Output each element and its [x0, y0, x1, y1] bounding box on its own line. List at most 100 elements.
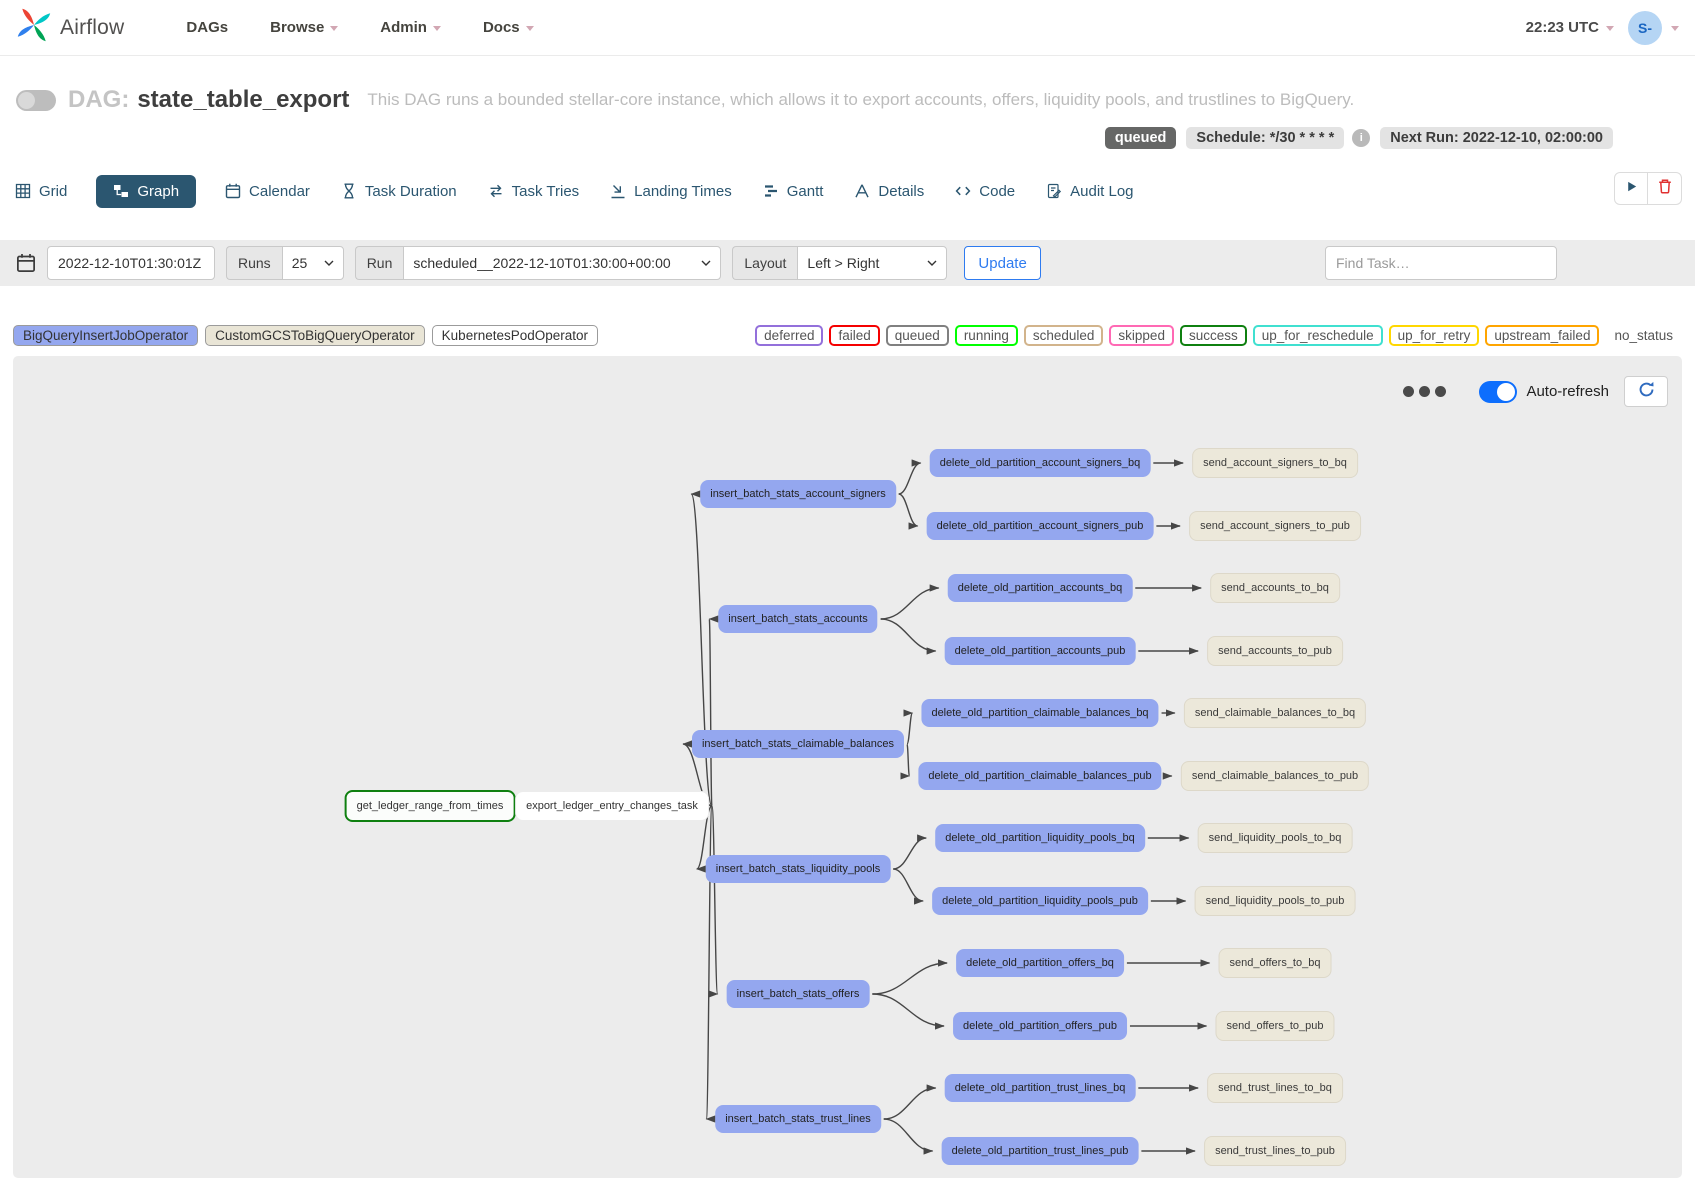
tab-calendar[interactable]: Calendar — [223, 175, 312, 208]
nav-item-label: Docs — [482, 19, 520, 36]
auto-refresh-toggle[interactable] — [1479, 380, 1518, 403]
task-node-delete-old-partition-accounts-bq[interactable]: delete_old_partition_accounts_bq — [947, 574, 1133, 602]
brand-text: Airflow — [60, 15, 125, 39]
task-node-delete-old-partition-offers-bq[interactable]: delete_old_partition_offers_bq — [956, 949, 1124, 977]
hourglass-icon — [341, 183, 357, 199]
task-node-delete-old-partition-liquidity-pools-bq[interactable]: delete_old_partition_liquidity_pools_bq — [935, 824, 1145, 852]
clock-dropdown[interactable]: 22:23 UTC — [1526, 19, 1614, 36]
task-node-send-accounts-to-bq[interactable]: send_accounts_to_bq — [1210, 573, 1340, 603]
task-node-send-account-signers-to-pub[interactable]: send_account_signers_to_pub — [1189, 511, 1361, 541]
find-task-input[interactable] — [1325, 246, 1557, 280]
nav-item-docs[interactable]: Docs — [483, 19, 534, 36]
base-date-input[interactable] — [47, 246, 215, 280]
dag-state-badge: queued — [1104, 127, 1177, 149]
code-icon — [955, 183, 971, 199]
tab-graph[interactable]: Graph — [96, 174, 197, 208]
tab-landing-times[interactable]: Landing Times — [608, 175, 734, 208]
task-node-send-liquidity-pools-to-bq[interactable]: send_liquidity_pools_to_bq — [1197, 823, 1353, 853]
play-icon — [1624, 179, 1639, 199]
task-node-get-ledger-range-from-times[interactable]: get_ledger_range_from_times — [344, 790, 516, 822]
trash-icon — [1657, 178, 1673, 199]
run-label: Run — [354, 246, 404, 280]
task-node-delete-old-partition-liquidity-pools-pub[interactable]: delete_old_partition_liquidity_pools_pub — [932, 887, 1148, 915]
nav-item-label: Browse — [270, 19, 325, 36]
airflow-logo-icon — [16, 7, 52, 48]
runs-group: Runs 25 — [226, 246, 344, 280]
run-select[interactable]: scheduled__2022-12-10T01:30:00+00:00 — [403, 246, 722, 280]
tab-task-duration[interactable]: Task Duration — [339, 175, 459, 208]
task-node-send-account-signers-to-bq[interactable]: send_account_signers_to_bq — [1192, 448, 1358, 478]
trigger-dag-button[interactable] — [1614, 172, 1648, 205]
task-node-insert-batch-stats-liquidity-pools[interactable]: insert_batch_stats_liquidity_pools — [705, 855, 891, 883]
retry-icon — [488, 183, 504, 199]
task-node-send-trust-lines-to-pub[interactable]: send_trust_lines_to_pub — [1204, 1136, 1346, 1166]
gantt-icon — [763, 183, 779, 199]
tab-label: Task Duration — [364, 182, 457, 200]
status-badge-failed: failed — [829, 324, 880, 346]
refresh-icon — [1638, 381, 1655, 403]
airflow-brand[interactable]: Airflow — [16, 7, 124, 48]
main-nav: DAGs Browse Admin Docs — [186, 19, 534, 36]
chevron-down-icon — [432, 26, 441, 31]
task-node-delete-old-partition-trust-lines-pub[interactable]: delete_old_partition_trust_lines_pub — [941, 1137, 1139, 1165]
task-node-send-liquidity-pools-to-pub[interactable]: send_liquidity_pools_to_pub — [1194, 886, 1356, 916]
task-node-delete-old-partition-claimable-balances-pub[interactable]: delete_old_partition_claimable_balances_… — [918, 762, 1162, 790]
nav-item-admin[interactable]: Admin — [380, 19, 441, 36]
tab-label: Code — [979, 182, 1016, 200]
task-node-delete-old-partition-offers-pub[interactable]: delete_old_partition_offers_pub — [953, 1012, 1127, 1040]
clock-label: 22:23 UTC — [1525, 19, 1599, 36]
tab-label: Calendar — [249, 182, 310, 200]
nav-item-dags[interactable]: DAGs — [186, 19, 228, 36]
task-node-send-claimable-balances-to-pub[interactable]: send_claimable_balances_to_pub — [1180, 761, 1370, 791]
task-node-insert-batch-stats-accounts[interactable]: insert_batch_stats_accounts — [718, 605, 878, 633]
task-node-insert-batch-stats-trust-lines[interactable]: insert_batch_stats_trust_lines — [715, 1105, 881, 1133]
task-node-insert-batch-stats-offers[interactable]: insert_batch_stats_offers — [726, 980, 870, 1008]
delete-dag-button[interactable] — [1648, 172, 1682, 205]
dag-prefix: DAG: — [68, 86, 130, 113]
task-node-send-offers-to-bq[interactable]: send_offers_to_bq — [1218, 948, 1332, 978]
task-node-send-claimable-balances-to-bq[interactable]: send_claimable_balances_to_bq — [1183, 698, 1367, 728]
task-node-send-accounts-to-pub[interactable]: send_accounts_to_pub — [1207, 636, 1343, 666]
status-badge-running: running — [954, 324, 1018, 346]
tab-details[interactable]: Details — [852, 175, 926, 208]
grid-icon — [15, 183, 31, 199]
user-menu[interactable]: S- — [1628, 10, 1679, 45]
graph-icon — [113, 183, 129, 199]
refresh-button[interactable] — [1624, 376, 1668, 407]
status-badge-upstream-failed: upstream_failed — [1485, 324, 1600, 346]
tab-label: Graph — [137, 182, 180, 200]
status-badge-up-for-retry: up_for_retry — [1388, 324, 1480, 346]
task-node-delete-old-partition-accounts-pub[interactable]: delete_old_partition_accounts_pub — [944, 637, 1136, 665]
status-badge-scheduled: scheduled — [1023, 324, 1104, 346]
task-node-export-ledger-entry-changes-task[interactable]: export_ledger_entry_changes_task — [515, 791, 709, 821]
layout-select[interactable]: Left > Right — [797, 246, 948, 280]
tab-audit-log[interactable]: Audit Log — [1044, 175, 1135, 208]
tab-grid[interactable]: Grid — [13, 175, 69, 208]
task-node-delete-old-partition-account-signers-bq[interactable]: delete_old_partition_account_signers_bq — [929, 449, 1151, 477]
task-node-delete-old-partition-account-signers-pub[interactable]: delete_old_partition_account_signers_pub — [926, 512, 1154, 540]
tab-code[interactable]: Code — [953, 175, 1017, 208]
task-node-send-trust-lines-to-bq[interactable]: send_trust_lines_to_bq — [1207, 1073, 1343, 1103]
task-node-insert-batch-stats-claimable-balances[interactable]: insert_batch_stats_claimable_balances — [691, 730, 905, 758]
nav-item-label: Admin — [380, 19, 427, 36]
nav-item-browse[interactable]: Browse — [270, 19, 339, 36]
tab-task-tries[interactable]: Task Tries — [486, 175, 582, 208]
task-node-send-offers-to-pub[interactable]: send_offers_to_pub — [1215, 1011, 1335, 1041]
info-icon[interactable]: i — [1352, 129, 1371, 147]
dag-actions — [1614, 172, 1682, 205]
calendar-picker-button[interactable] — [16, 253, 36, 273]
status-badge-skipped: skipped — [1109, 324, 1174, 346]
tab-gantt[interactable]: Gantt — [761, 175, 826, 208]
runs-select[interactable]: 25 — [281, 246, 344, 280]
update-button[interactable]: Update — [964, 246, 1041, 280]
task-node-delete-old-partition-trust-lines-bq[interactable]: delete_old_partition_trust_lines_bq — [944, 1074, 1136, 1102]
run-group: Run scheduled__2022-12-10T01:30:00+00:00 — [354, 246, 722, 280]
dag-pause-toggle[interactable] — [16, 89, 56, 111]
task-node-insert-batch-stats-account-signers[interactable]: insert_batch_stats_account_signers — [700, 480, 896, 508]
task-node-delete-old-partition-claimable-balances-bq[interactable]: delete_old_partition_claimable_balances_… — [921, 699, 1159, 727]
nav-item-label: DAGs — [186, 19, 229, 36]
